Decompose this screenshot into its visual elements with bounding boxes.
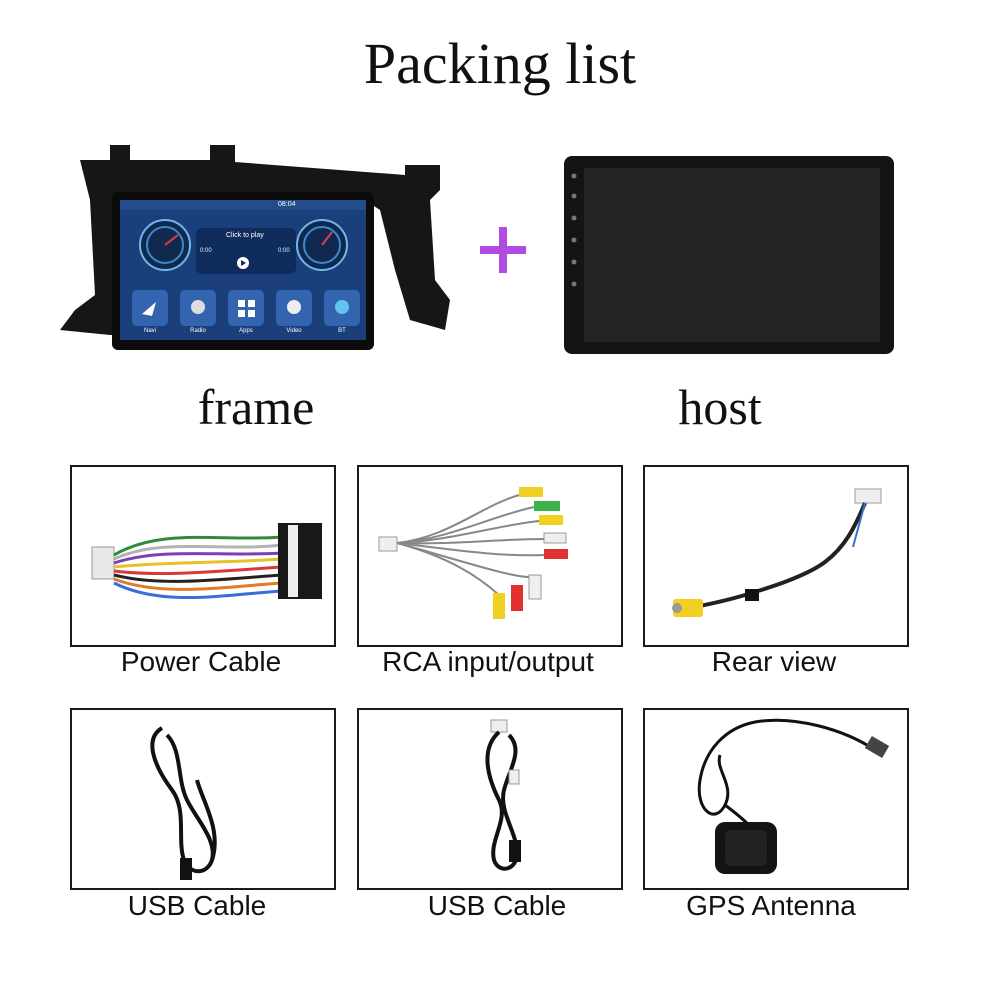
app-label-bt: BT (338, 328, 346, 334)
media-time-left: 0:00 (200, 248, 212, 254)
item-label-rca: RCA input/output (382, 646, 594, 677)
rca-cable-image (357, 465, 623, 647)
host-image (564, 156, 894, 354)
media-time-right: 0:00 (278, 248, 290, 254)
item-label-usb-cable-1: USB Cable (127, 890, 267, 921)
item-label-rear-view: Rear view (711, 646, 837, 677)
usb-cable-1-image (70, 708, 336, 890)
host-label: host (678, 379, 762, 435)
screen-time: 08:04 (278, 201, 296, 208)
item-label-gps-antenna: GPS Antenna (686, 890, 856, 921)
app-label-radio: Radio (190, 328, 206, 334)
app-label-apps: Apps (239, 328, 253, 334)
app-label-video: Video (286, 328, 302, 334)
item-label-usb-cable-2: USB Cable (427, 890, 567, 921)
media-prompt: Click to play (226, 232, 264, 239)
rear-view-cable-image (643, 465, 909, 647)
power-cable-image (70, 465, 336, 647)
item-label-power-cable: Power Cable (120, 646, 282, 677)
usb-cable-2-image (357, 708, 623, 890)
gps-antenna-image (643, 708, 909, 890)
frame-label: frame (197, 379, 315, 435)
plus-icon (480, 227, 526, 273)
page-title: Packing list (363, 31, 637, 96)
app-label-navi: Navi (143, 328, 156, 334)
frame-image: 08:04 Click to play 0:00 0:00 Navi Radio… (50, 130, 470, 360)
